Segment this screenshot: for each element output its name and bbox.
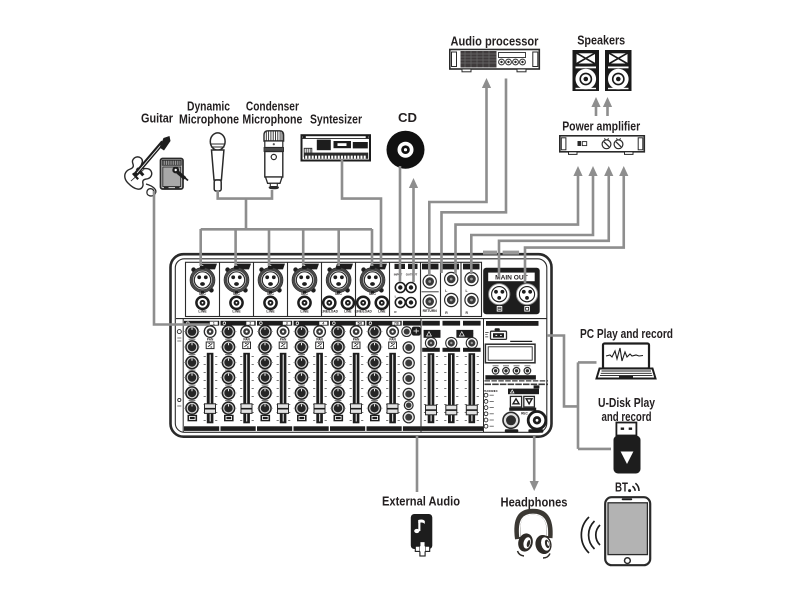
- svg-text:MIC: MIC: [301, 292, 308, 296]
- svg-text:CD: CD: [398, 111, 417, 125]
- svg-text:MIC: MIC: [233, 292, 240, 296]
- svg-text:PAN: PAN: [316, 337, 323, 341]
- svg-text:DIGITAL AUDIO PLAYER: DIGITAL AUDIO PLAYER: [491, 376, 530, 380]
- svg-text:5/6: 5/6: [357, 322, 362, 326]
- svg-text:2: 2: [237, 426, 240, 431]
- svg-text:REC: REC: [521, 412, 528, 416]
- svg-text:1: 1: [200, 426, 203, 431]
- svg-text:LINE: LINE: [378, 309, 385, 313]
- svg-text:External Audio: External Audio: [382, 495, 460, 509]
- svg-text:MAIN: MAIN: [467, 426, 477, 431]
- svg-text:7/8: 7/8: [381, 426, 387, 431]
- svg-text:Microphone: Microphone: [179, 113, 239, 127]
- svg-text:1: 1: [209, 265, 212, 271]
- svg-text:PAN: PAN: [207, 337, 214, 341]
- svg-text:L: L: [466, 289, 468, 293]
- svg-text:LINE: LINE: [300, 309, 309, 313]
- svg-text:LINE: LINE: [266, 309, 275, 313]
- svg-text:Microphone: Microphone: [242, 113, 302, 127]
- svg-text:LINE: LINE: [198, 309, 207, 313]
- svg-text:MIC: MIC: [300, 322, 307, 326]
- svg-text:LINE: LINE: [232, 309, 241, 313]
- svg-text:Syntesizer: Syntesizer: [310, 113, 362, 127]
- svg-text:1: 1: [213, 322, 215, 326]
- svg-text:LINE/LOAD: LINE/LOAD: [355, 309, 373, 313]
- svg-text:MIC: MIC: [337, 322, 344, 326]
- svg-text:BT: BT: [615, 481, 628, 495]
- svg-text:PAN: PAN: [243, 337, 250, 341]
- svg-text:4: 4: [310, 426, 313, 431]
- svg-text:PROFESSIONAL MIXER: PROFESSIONAL MIXER: [489, 321, 536, 326]
- svg-text:FX: FX: [494, 389, 498, 393]
- svg-text:MIC: MIC: [267, 292, 274, 296]
- svg-text:PAN: PAN: [353, 337, 360, 341]
- svg-text:5/6: 5/6: [345, 426, 351, 431]
- svg-text:Headphones: Headphones: [501, 496, 568, 510]
- svg-text:FX: FX: [428, 426, 433, 431]
- svg-text:LINE/LOAD: LINE/LOAD: [321, 309, 339, 313]
- svg-text:Audio processor: Audio processor: [451, 35, 539, 49]
- svg-text:Power amplifier: Power amplifier: [562, 120, 640, 134]
- svg-text:+48V: +48V: [433, 333, 442, 337]
- svg-text:7/8: 7/8: [394, 322, 399, 326]
- svg-text:LINE: LINE: [344, 309, 351, 313]
- svg-text:RETURN: RETURN: [423, 309, 438, 313]
- svg-text:PAN: PAN: [280, 337, 287, 341]
- svg-text:INPUT: INPUT: [394, 273, 403, 277]
- svg-text:PC Play and record: PC Play and record: [580, 327, 673, 341]
- svg-text:PAN: PAN: [389, 337, 396, 341]
- svg-text:R: R: [445, 311, 448, 315]
- svg-text:TAPE: TAPE: [447, 265, 457, 269]
- svg-text:L: L: [445, 289, 447, 293]
- svg-text:MIC: MIC: [373, 322, 380, 326]
- svg-text:GROUP 1-2: GROUP 1-2: [442, 427, 460, 431]
- svg-text:and record: and record: [602, 410, 652, 424]
- svg-text:MIC: MIC: [227, 322, 234, 326]
- svg-text:MIC: MIC: [264, 322, 271, 326]
- svg-text:L: L: [395, 295, 397, 299]
- svg-text:3: 3: [277, 265, 280, 271]
- svg-text:7/8: 7/8: [377, 265, 384, 270]
- svg-text:Guitar: Guitar: [141, 112, 173, 126]
- svg-text:MIC: MIC: [335, 292, 342, 296]
- svg-text:4: 4: [311, 265, 314, 271]
- svg-text:+48V POWER: +48V POWER: [515, 390, 537, 394]
- svg-text:MIC: MIC: [369, 292, 376, 296]
- svg-text:R: R: [394, 310, 397, 314]
- svg-text:5/6: 5/6: [343, 265, 350, 270]
- svg-text:Dynamic: Dynamic: [187, 100, 230, 114]
- svg-text:R: R: [466, 311, 469, 315]
- svg-text:2: 2: [243, 265, 246, 271]
- svg-text:OUTPUT: OUTPUT: [406, 273, 418, 277]
- svg-text:U-Disk Play: U-Disk Play: [598, 396, 655, 410]
- svg-text:2: 2: [249, 322, 251, 326]
- svg-text:4: 4: [322, 322, 324, 326]
- svg-text:+48V: +48V: [465, 333, 474, 337]
- svg-text:9/10 USB: 9/10 USB: [404, 427, 420, 431]
- svg-text:MIC: MIC: [199, 292, 206, 296]
- svg-text:PHONES: PHONES: [484, 389, 496, 393]
- svg-text:Condenser: Condenser: [246, 100, 299, 114]
- svg-text:Speakers: Speakers: [577, 34, 625, 48]
- svg-text:3: 3: [273, 426, 276, 431]
- svg-text:3: 3: [286, 322, 288, 326]
- svg-text:MAIN OUT: MAIN OUT: [495, 275, 528, 282]
